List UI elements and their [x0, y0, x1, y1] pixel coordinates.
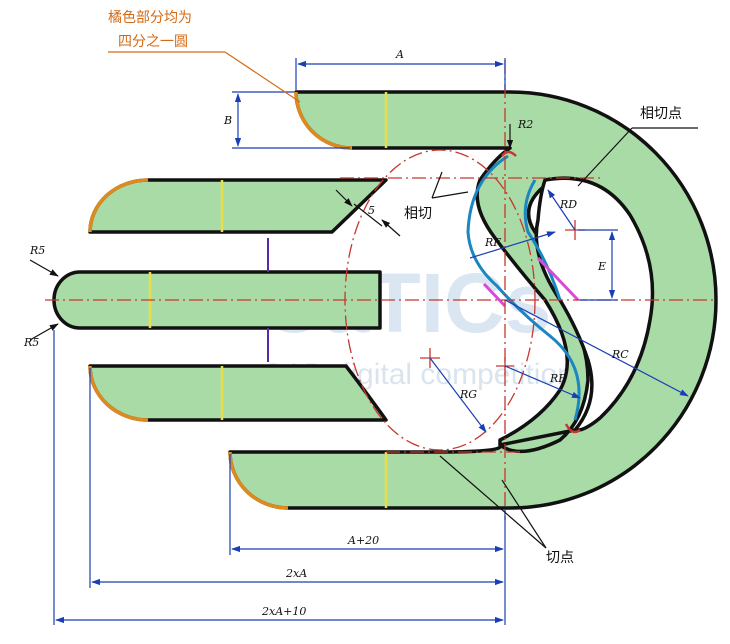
s-curve [466, 154, 581, 421]
orange-note-line1: 橘色部分均为 [108, 9, 192, 26]
leader-lines [29, 51, 698, 549]
dimension-texts: A B R2 5 RD RF E R5 R5 RC RF RG A+20 2xA… [23, 48, 629, 618]
tangent-label: 相切 [404, 206, 432, 222]
s-curve-blue-edge [466, 154, 581, 421]
dim-a: A [395, 48, 404, 61]
left-arm [88, 178, 388, 234]
dim-r2: R2 [517, 118, 533, 131]
tangent-point-top-label: 相切点 [640, 106, 682, 122]
left-bottom-arm [88, 364, 388, 422]
dim-rf-lower: RF [549, 372, 566, 385]
magenta-segment [536, 256, 580, 302]
dim-two-x-a: 2xA [285, 567, 307, 580]
quarter-arc-left-upper [88, 178, 149, 233]
dim-r5-lower: R5 [23, 336, 39, 349]
dim-rg: RG [459, 388, 477, 401]
dim-b: B [223, 114, 232, 127]
s-curve-blue-edge-inner [523, 179, 562, 301]
orange-note-line2: 四分之一圆 [118, 34, 188, 50]
dimension-lines [53, 58, 689, 625]
construction-circle [344, 149, 536, 451]
r2-fillet-bottom [564, 423, 581, 434]
dim-a-plus-20: A+20 [347, 534, 379, 547]
dim-rd: RD [559, 198, 577, 211]
big-u-shaped-body [228, 90, 718, 510]
quarter-arc-left-lower [88, 365, 149, 422]
magenta-segment-2 [482, 282, 507, 308]
r2-fillet-top [501, 150, 517, 157]
dim-e: E [597, 260, 606, 273]
dim-two-x-a-plus-10: 2xA+10 [261, 605, 306, 618]
quarter-arc-bottom [228, 451, 289, 510]
quarter-arc-top [294, 91, 353, 150]
dim-five: 5 [368, 204, 375, 217]
quarter-arcs [88, 91, 353, 510]
dim-rc: RC [611, 348, 629, 361]
tangent-points-bottom-label: 切点 [546, 550, 574, 566]
dim-r5-upper: R5 [29, 244, 45, 257]
annotation-texts: 橘色部分均为 四分之一圆 相切点 相切 切点 [108, 9, 682, 566]
dim-rf-upper: RF [484, 236, 501, 249]
